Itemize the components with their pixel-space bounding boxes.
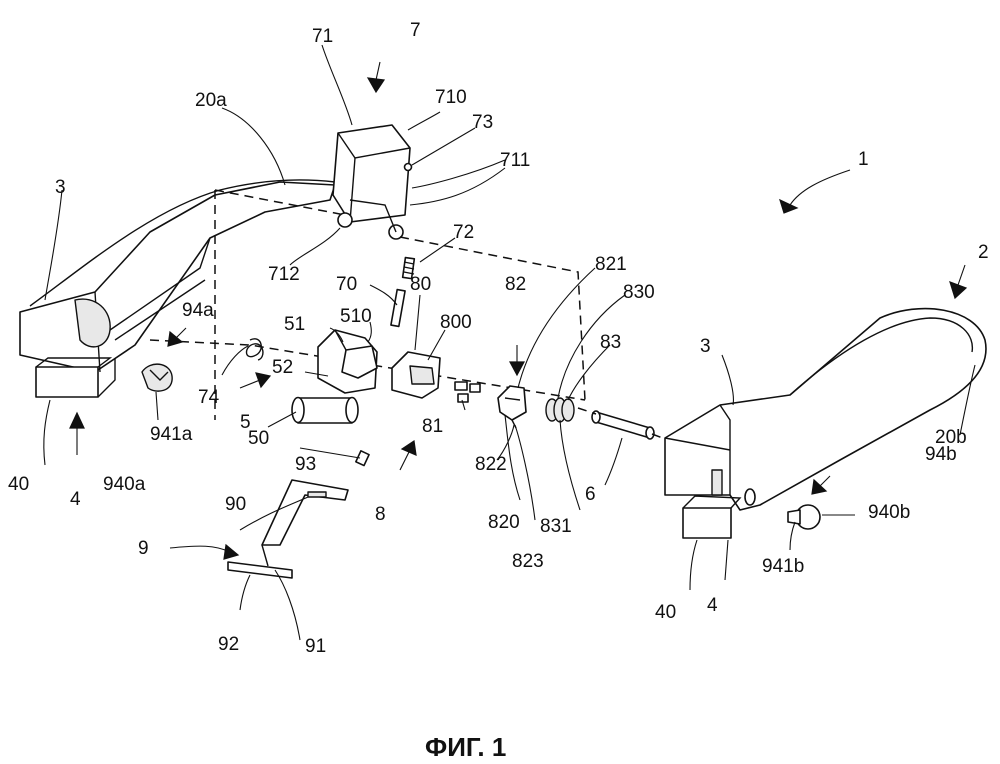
label-52: 52 bbox=[272, 357, 293, 378]
figure-caption: ФИГ. 1 bbox=[425, 732, 506, 762]
label-941a: 941a bbox=[150, 424, 193, 445]
right-block-40 bbox=[683, 508, 731, 538]
label-80: 80 bbox=[410, 274, 431, 295]
label-83: 83 bbox=[600, 332, 621, 353]
housing-51 bbox=[318, 330, 377, 393]
label-93: 93 bbox=[295, 454, 316, 475]
label-940b: 940b bbox=[868, 502, 910, 523]
label-820: 820 bbox=[488, 512, 520, 533]
label-710: 710 bbox=[435, 87, 467, 108]
label-91: 91 bbox=[305, 636, 326, 657]
label-20a: 20a bbox=[195, 90, 227, 111]
clips-81 bbox=[455, 382, 480, 402]
block-80 bbox=[392, 352, 440, 398]
label-823: 823 bbox=[512, 551, 544, 572]
label-94a: 94a bbox=[182, 300, 214, 321]
spring-74 bbox=[247, 339, 263, 360]
label-510: 510 bbox=[340, 306, 372, 327]
label-2: 2 bbox=[978, 242, 989, 263]
spring-83 bbox=[546, 398, 574, 422]
button-940b bbox=[788, 505, 820, 529]
label-92: 92 bbox=[218, 634, 239, 655]
label-72: 72 bbox=[453, 222, 474, 243]
label-74: 74 bbox=[198, 387, 220, 408]
button-940a bbox=[142, 364, 172, 391]
label-821: 821 bbox=[595, 254, 627, 275]
label-711: 711 bbox=[500, 150, 530, 171]
label-940a: 940a bbox=[103, 474, 146, 495]
cylinder-50 bbox=[292, 398, 358, 424]
label-1: 1 bbox=[858, 149, 869, 170]
left-block-40 bbox=[36, 367, 98, 397]
label-82: 82 bbox=[505, 274, 526, 295]
leader-lines bbox=[44, 45, 975, 640]
label-90: 90 bbox=[225, 494, 246, 515]
reference-labels: 7 71 20a 710 73 711 1 3 72 2 712 821 70 … bbox=[8, 20, 989, 657]
right-handle-half bbox=[665, 309, 986, 538]
label-3-left: 3 bbox=[55, 177, 66, 198]
label-712: 712 bbox=[268, 264, 300, 285]
label-800: 800 bbox=[440, 312, 472, 333]
label-73: 73 bbox=[472, 112, 493, 133]
hub-82 bbox=[498, 386, 526, 428]
label-50: 50 bbox=[248, 428, 269, 449]
label-4-right: 4 bbox=[707, 595, 718, 616]
label-9: 9 bbox=[138, 538, 149, 559]
label-40-right: 40 bbox=[655, 602, 676, 623]
top-bracket-71 bbox=[333, 125, 412, 239]
label-4-left: 4 bbox=[70, 489, 81, 510]
label-20b: 20b bbox=[935, 427, 967, 448]
label-830: 830 bbox=[623, 282, 655, 303]
label-6: 6 bbox=[585, 484, 596, 505]
label-81: 81 bbox=[422, 416, 443, 437]
label-941b: 941b bbox=[762, 556, 804, 577]
label-8: 8 bbox=[375, 504, 386, 525]
label-70: 70 bbox=[336, 274, 357, 295]
label-822: 822 bbox=[475, 454, 507, 475]
shaft-6 bbox=[578, 408, 668, 440]
label-40-left: 40 bbox=[8, 474, 29, 495]
label-3-right: 3 bbox=[700, 336, 711, 357]
label-7: 7 bbox=[410, 20, 421, 41]
label-831: 831 bbox=[540, 516, 572, 537]
label-51: 51 bbox=[284, 314, 305, 335]
label-71: 71 bbox=[312, 26, 333, 47]
